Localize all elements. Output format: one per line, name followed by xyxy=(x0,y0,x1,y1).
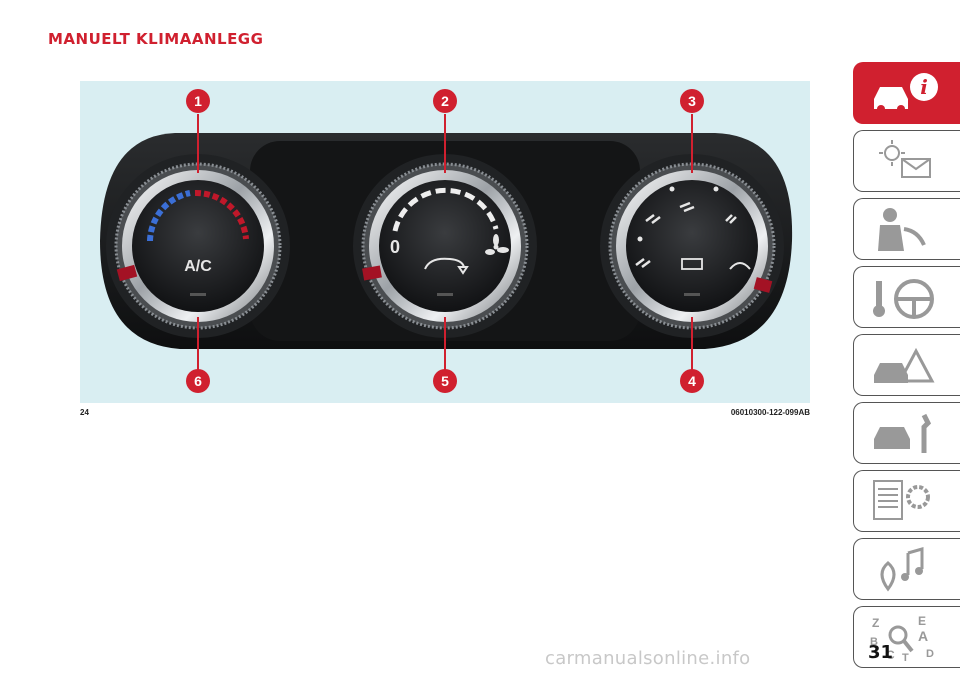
callout-1: 1 xyxy=(186,89,210,113)
steering-key-icon xyxy=(873,279,934,319)
tab-car-info[interactable]: i xyxy=(853,62,960,124)
ac-label: A/C xyxy=(184,258,212,275)
callout-2-label: 2 xyxy=(441,93,449,109)
index-letter-c: C xyxy=(886,648,895,661)
seat-safety-icon xyxy=(878,208,926,251)
fan-zero-label: 0 xyxy=(390,237,400,257)
index-letter-b: B xyxy=(870,636,878,648)
callout-5-label: 5 xyxy=(441,373,449,389)
document-gear-icon xyxy=(873,480,930,520)
recirculation-icon xyxy=(424,257,469,275)
tab-multimedia[interactable] xyxy=(853,538,960,600)
index-letter-e: E xyxy=(918,614,926,628)
index-letter-t: T xyxy=(902,652,909,661)
tab-technical-data[interactable] xyxy=(853,470,960,532)
tab-starting-driving[interactable] xyxy=(853,266,960,328)
climate-control-figure: A/C 0 xyxy=(80,81,810,403)
car-info-icon: i xyxy=(874,73,938,113)
tab-maintenance[interactable] xyxy=(853,402,960,464)
temperature-knob[interactable]: A/C xyxy=(106,154,290,338)
page-number: 31 xyxy=(868,642,894,663)
index-search-icon: Z E A B C D T xyxy=(870,614,934,661)
warning-triangle-car-icon xyxy=(874,347,935,383)
index-letter-d: D xyxy=(926,648,934,660)
tab-index[interactable]: Z E A B C D T xyxy=(853,606,960,668)
callout-2: 2 xyxy=(433,89,457,113)
fan-icon xyxy=(485,234,509,255)
fan-speed-knob[interactable]: 0 xyxy=(353,154,537,338)
air-distribution-knob[interactable] xyxy=(600,154,784,338)
callout-3-label: 3 xyxy=(688,93,696,109)
distribution-mode-icons xyxy=(635,186,751,270)
index-letter-a: A xyxy=(918,628,928,644)
dashboard-lights-icon xyxy=(879,140,931,178)
tab-emergency[interactable] xyxy=(853,334,960,396)
tab-dashboard[interactable] xyxy=(853,130,960,192)
figure-code: 06010300-122-099AB xyxy=(730,408,810,417)
callout-4: 4 xyxy=(680,369,704,393)
multimedia-icon xyxy=(880,547,924,592)
watermark: carmanualsonline.info xyxy=(545,648,751,669)
callout-6-label: 6 xyxy=(194,373,202,389)
tab-safety[interactable] xyxy=(853,198,960,260)
car-wrench-icon xyxy=(874,413,932,453)
figure-number: 24 xyxy=(80,408,89,417)
callout-1-label: 1 xyxy=(194,93,202,109)
callout-3: 3 xyxy=(680,89,704,113)
index-letter-z: Z xyxy=(872,616,879,630)
callout-6: 6 xyxy=(186,369,210,393)
callout-5: 5 xyxy=(433,369,457,393)
callout-4-label: 4 xyxy=(688,373,696,389)
svg-text:i: i xyxy=(920,75,928,99)
page-title: MANUELT KLIMAANLEGG xyxy=(48,30,264,48)
